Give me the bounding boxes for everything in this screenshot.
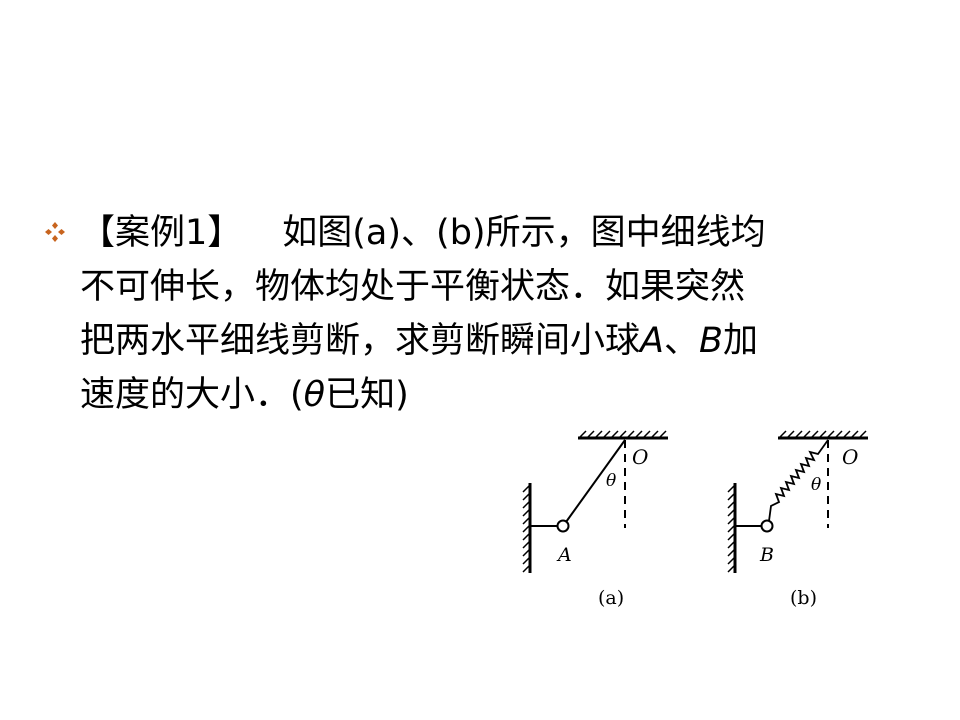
inclined-string-a	[565, 439, 626, 523]
diamond-bullet-icon	[45, 222, 65, 242]
case-label: 【案例1】	[80, 213, 243, 253]
ball-b-label: B	[698, 321, 723, 361]
ball-a	[556, 519, 570, 533]
figure-svg: O θ A (a)	[522, 430, 868, 609]
point-o-a: O	[632, 445, 648, 469]
figure-b: O θ B (b)	[727, 430, 868, 609]
problem-text: 【案例1】如图(a)、(b)所示，图中细线均 不可伸长，物体均处于平衡状态．如果…	[80, 206, 920, 422]
problem-line-3: 把两水平细线剪断，求剪断瞬间小球A、B加	[80, 321, 759, 361]
caption-b: (b)	[790, 587, 817, 609]
problem-line-1: 【案例1】如图(a)、(b)所示，图中细线均	[80, 213, 766, 253]
spring-b	[768, 439, 829, 522]
caption-a: (a)	[598, 587, 624, 609]
ball-label-a: A	[556, 544, 572, 566]
ball-b	[760, 519, 774, 533]
figure-a: O θ A (a)	[522, 430, 668, 609]
problem-line-2: 不可伸长，物体均处于平衡状态．如果突然	[80, 267, 746, 307]
ball-a-label: A	[640, 321, 664, 361]
point-o-b: O	[842, 445, 858, 469]
physics-figure: O θ A (a)	[510, 428, 900, 618]
problem-line-4: 速度的大小．(θ已知)	[80, 375, 409, 415]
ball-label-b: B	[759, 544, 774, 566]
angle-theta-b: θ	[811, 475, 821, 495]
angle-theta-a: θ	[606, 471, 616, 491]
theta-symbol: θ	[303, 375, 326, 415]
